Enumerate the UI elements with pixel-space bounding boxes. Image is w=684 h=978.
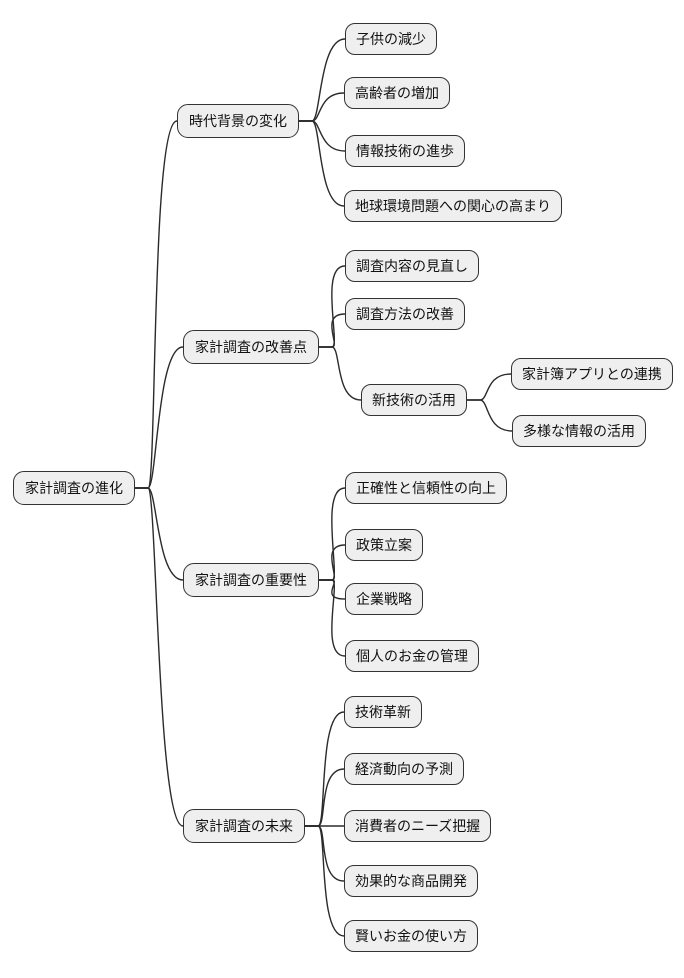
mindmap-node: 経済動向の予測 (344, 753, 464, 785)
mindmap-node: 個人のお金の管理 (345, 640, 479, 672)
mindmap-node: 企業戦略 (345, 583, 423, 615)
mindmap-node: 調査方法の改善 (345, 298, 465, 330)
mindmap-node: 政策立案 (345, 529, 423, 561)
mindmap-root-node: 家計調査の進化 (13, 471, 135, 505)
mindmap-node: 子供の減少 (345, 23, 437, 55)
mindmap-node: 正確性と信頼性の向上 (345, 472, 507, 504)
mindmap-node: 技術革新 (344, 696, 422, 728)
mindmap-node: 時代背景の変化 (177, 104, 299, 138)
mindmap-node: 家計調査の改善点 (183, 330, 319, 364)
mindmap-node: 賢いお金の使い方 (344, 920, 478, 952)
mindmap-node: 家計調査の未来 (183, 809, 305, 843)
mindmap-node: 情報技術の進歩 (345, 135, 465, 167)
mindmap-node: 消費者のニーズ把握 (344, 810, 492, 842)
mindmap-node: 調査内容の見直し (345, 250, 479, 282)
mindmap-node: 高齢者の増加 (344, 77, 450, 109)
mindmap-node: 地球環境問題への関心の高まり (344, 190, 562, 222)
mindmap-node: 多様な情報の活用 (512, 415, 646, 447)
mindmap-node: 家計簿アプリとの連携 (511, 358, 673, 390)
mindmap-node: 効果的な商品開発 (344, 865, 478, 897)
mindmap-node: 家計調査の重要性 (183, 563, 319, 597)
mindmap-node: 新技術の活用 (361, 384, 467, 416)
